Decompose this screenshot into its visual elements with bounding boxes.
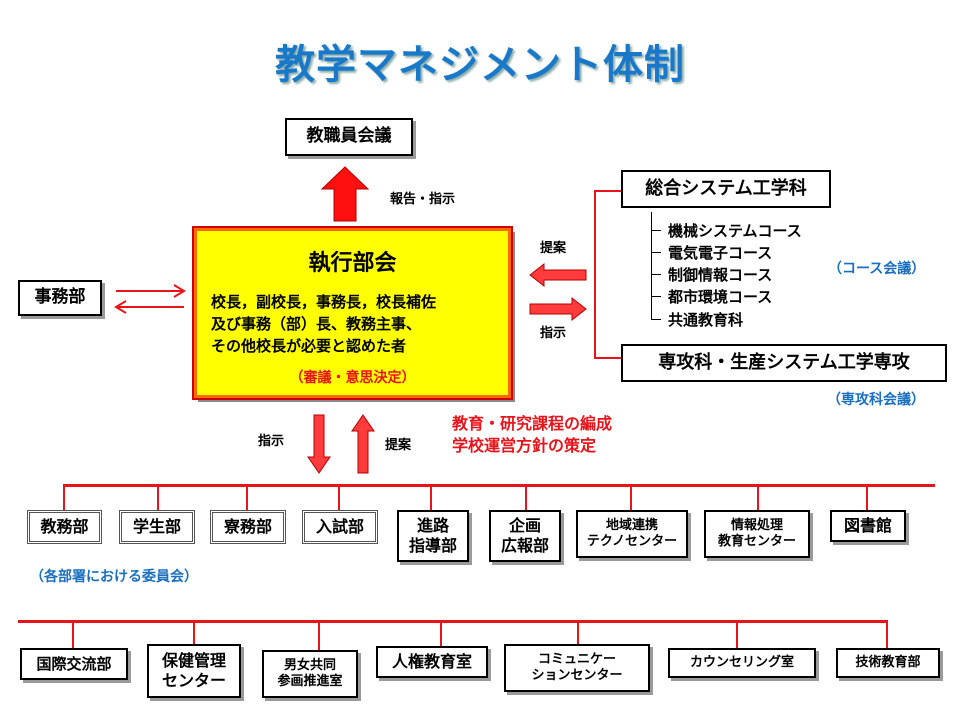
right-propose-label: 提案	[540, 241, 567, 256]
student-affairs-box: 学生部	[119, 510, 195, 544]
technical-education-label: 技術教育部	[855, 654, 921, 670]
library-box: 図書館	[830, 510, 906, 542]
row1-drop	[338, 484, 340, 510]
exec-member-line-2: 及び事務（部）長、教務主事、	[211, 315, 422, 333]
planning-pr-box: 企画 広報部	[489, 510, 561, 562]
info-processing-center-box: 情報処理 教育センター	[704, 510, 810, 558]
row2-drop	[577, 620, 579, 644]
department-label: 総合システム工学科	[645, 177, 807, 199]
human-rights-label: 人権教育室	[391, 652, 472, 671]
advanced-course-label: 専攻科・生産システム工学専攻	[658, 351, 910, 373]
row1-drop	[246, 484, 248, 510]
bracket-vertical	[594, 190, 596, 358]
policy-line-2: 学校運営方針の策定	[452, 436, 597, 455]
row2-drop	[736, 620, 738, 648]
report-label: 報告・指示	[390, 192, 456, 207]
exec-title: 執行部会	[308, 250, 397, 276]
executive-committee-box: 執行部会 校長，副校長，事務長，校長補佐 及び事務（部）長、教務主事、 その他校…	[192, 226, 513, 400]
course-mechanical: 機械システムコース	[668, 222, 802, 240]
course-electrical: 電気電子コース	[668, 244, 773, 262]
right-instruct-label: 指示	[540, 326, 567, 341]
down-arrow-icon	[307, 414, 331, 474]
communication-center-label: コミュニケー ションセンター	[531, 651, 623, 683]
international-exchange-box: 国際交流部	[20, 648, 128, 680]
row2-drop	[886, 620, 888, 648]
regional-techno-center-label: 地域連携 テクノセンター	[586, 517, 678, 549]
course-control: 制御情報コース	[668, 266, 773, 284]
advanced-course-box: 専攻科・生産システム工学専攻	[621, 344, 947, 382]
communication-center-box: コミュニケー ションセンター	[504, 644, 650, 692]
office-label: 事務部	[34, 287, 86, 308]
row1-drop	[866, 484, 868, 510]
advanced-meeting-note: （専攻科会議）	[827, 392, 925, 408]
dormitory-affairs-label: 寮務部	[223, 517, 272, 536]
lower-instruct-label: 指示	[258, 434, 285, 449]
exec-role: （審議・意思決定）	[289, 370, 416, 386]
row1-drop	[525, 484, 527, 510]
row1-drop	[63, 484, 65, 510]
row1-drop	[430, 484, 432, 510]
row2-drop	[193, 620, 195, 644]
admissions-box: 入試部	[302, 510, 378, 544]
regional-techno-center-box: 地域連携 テクノセンター	[576, 510, 688, 558]
info-processing-center-label: 情報処理 教育センター	[717, 517, 796, 549]
course-tick	[651, 274, 661, 275]
course-tick	[651, 319, 661, 320]
exec-member-line-3: その他校長が必要と認めた者	[211, 337, 407, 355]
lower-propose-label: 提案	[385, 438, 412, 453]
academic-affairs-label: 教務部	[40, 517, 89, 536]
human-rights-box: 人権教育室	[376, 646, 488, 678]
bracket-top	[594, 190, 622, 192]
policy-line-1: 教育・研究課程の編成	[452, 414, 613, 433]
career-guidance-label: 進路 指導部	[408, 516, 457, 555]
office-box: 事務部	[18, 280, 102, 316]
health-center-label: 保健管理 センター	[161, 651, 226, 690]
counseling-room-box: カウンセリング室	[668, 648, 816, 678]
course-tick	[651, 230, 661, 231]
row1-drop	[757, 484, 759, 510]
up-small-arrow-icon	[351, 414, 375, 474]
gender-equality-box: 男女共同 参画推進室	[262, 650, 358, 698]
row1-drop	[630, 484, 632, 510]
library-label: 図書館	[843, 516, 892, 535]
course-tick	[651, 252, 661, 253]
row2-drop	[440, 620, 442, 646]
technical-education-box: 技術教育部	[836, 648, 940, 678]
course-common: 共通教育科	[668, 311, 744, 329]
row1-drop	[157, 484, 159, 510]
course-tick	[651, 296, 661, 297]
course-urban: 都市環境コース	[668, 288, 773, 306]
course-tree-line	[651, 212, 652, 320]
academic-affairs-box: 教務部	[27, 510, 102, 544]
page-title: 教学マネジメント体制	[275, 42, 685, 88]
exec-member-line-1: 校長，副校長，事務長，校長補佐	[211, 293, 437, 311]
gender-equality-label: 男女共同 参画推進室	[277, 657, 343, 689]
faculty-meeting-label: 教職員会議	[306, 126, 392, 147]
row2-drop	[318, 620, 320, 650]
left-block-arrow-icon	[529, 262, 587, 288]
right-block-arrow-icon	[529, 296, 587, 322]
health-center-box: 保健管理 センター	[147, 644, 241, 698]
dormitory-affairs-box: 寮務部	[210, 510, 286, 544]
counseling-room-label: カウンセリング室	[689, 654, 794, 670]
department-box: 総合システム工学科	[621, 170, 831, 208]
bracket-bottom	[594, 357, 622, 359]
committee-note: （各部署における委員会）	[30, 569, 198, 585]
student-affairs-label: 学生部	[132, 517, 181, 536]
row2-bus-line	[18, 620, 888, 623]
faculty-meeting-box: 教職員会議	[285, 118, 413, 156]
row1-bus-line	[63, 484, 935, 487]
career-guidance-box: 進路 指導部	[397, 510, 469, 562]
planning-pr-label: 企画 広報部	[500, 516, 549, 555]
international-exchange-label: 国際交流部	[36, 654, 112, 673]
admissions-label: 入試部	[315, 517, 364, 536]
row2-drop	[72, 620, 74, 648]
office-exchange-arrows-icon	[114, 284, 186, 314]
up-arrow-icon	[320, 166, 370, 222]
course-meeting-note: （コース会議）	[828, 261, 926, 277]
